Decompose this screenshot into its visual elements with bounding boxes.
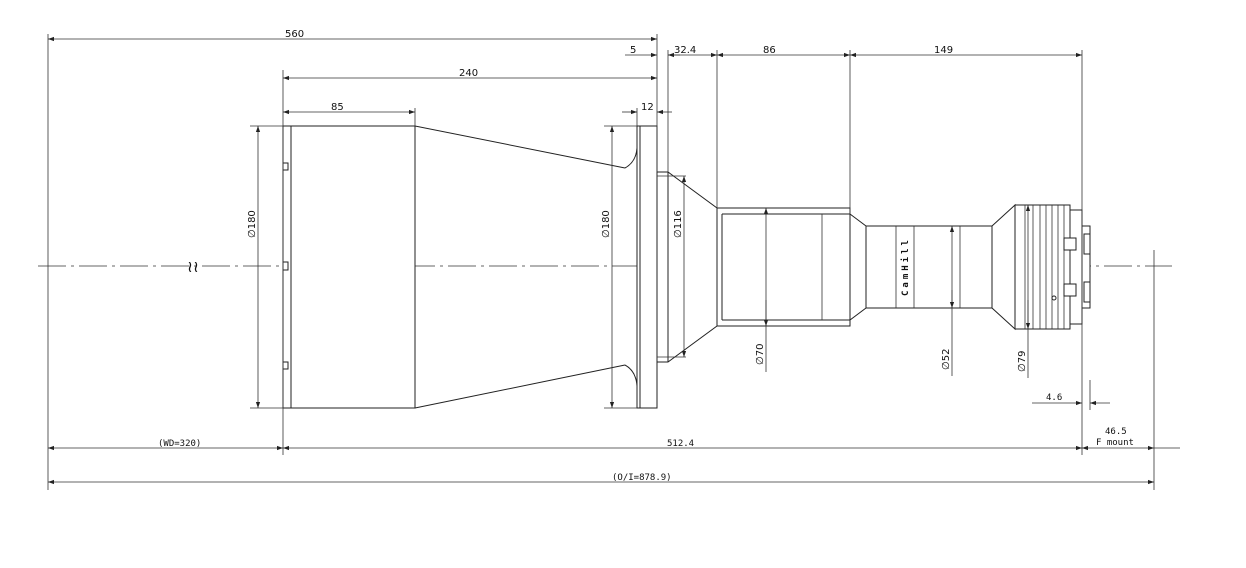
- dim-5-label: 5: [630, 45, 636, 56]
- dia-neck-116-label: ∅116: [673, 210, 684, 238]
- dim-86: 86: [717, 45, 850, 58]
- dim-240: 240: [283, 68, 657, 81]
- focus-ring-assembly: [991, 203, 1083, 331]
- dia-front-180: ∅180: [247, 126, 261, 408]
- mounting-flange: [636, 125, 658, 409]
- dia-neck-116: ∅116: [657, 175, 687, 358]
- brand-label: CamHill: [900, 237, 911, 296]
- dim-149-label: 149: [934, 45, 953, 56]
- dim-wd: (WD=320): [48, 439, 283, 451]
- dia-flange-180-label: ∅180: [601, 210, 612, 238]
- dim-46-5: 46.5 F mount: [1082, 427, 1180, 451]
- dia-rear-52-label: ∅52: [941, 349, 952, 370]
- extension-lines: [47, 34, 1155, 490]
- dim-512-4: 512.4: [283, 439, 1082, 451]
- dim-oi-label: (O/I=878.9): [612, 473, 672, 483]
- dim-12-label: 12: [641, 102, 654, 113]
- dim-85: 85: [283, 102, 415, 115]
- dim-4-6-label: 4.6: [1046, 393, 1062, 403]
- dia-front-180-label: ∅180: [247, 210, 258, 238]
- mount-label: F mount: [1096, 438, 1134, 448]
- dim-149: 149: [850, 45, 1082, 58]
- dim-wd-label: (WD=320): [158, 439, 201, 449]
- dia-rear-52: ∅52: [941, 226, 955, 376]
- front-barrel: [282, 125, 416, 409]
- f-mount-bayonet: [1081, 225, 1091, 309]
- dim-4-6: 4.6: [1032, 393, 1110, 406]
- dim-oi: (O/I=878.9): [48, 473, 1154, 485]
- dia-ring-79-label: ∅79: [1017, 351, 1028, 372]
- dim-560-label: 560: [285, 29, 304, 40]
- break-mark: ≀≀: [187, 257, 199, 276]
- dia-barrel-70: ∅70: [755, 208, 769, 372]
- dim-560: 560: [48, 29, 657, 42]
- dia-ring-79: ∅79: [1017, 205, 1031, 378]
- dim-46-5-label: 46.5: [1105, 427, 1127, 437]
- conical-section: [414, 125, 638, 409]
- dim-12: 12: [622, 102, 672, 115]
- neck-adapter: [656, 171, 718, 363]
- rear-barrel: [865, 225, 993, 309]
- barrel-transition: [849, 213, 867, 321]
- dia-barrel-70-label: ∅70: [755, 344, 766, 365]
- dim-240-label: 240: [459, 68, 478, 79]
- main-barrel: [716, 207, 851, 327]
- dim-32-4-label: 32.4: [674, 45, 696, 56]
- dim-86-label: 86: [763, 45, 776, 56]
- dim-512-4-label: 512.4: [667, 439, 694, 449]
- dim-5: 5: [625, 45, 680, 58]
- dim-32-4: 32.4: [668, 45, 717, 58]
- dim-85-label: 85: [331, 102, 344, 113]
- dia-flange-180: ∅180: [601, 126, 615, 408]
